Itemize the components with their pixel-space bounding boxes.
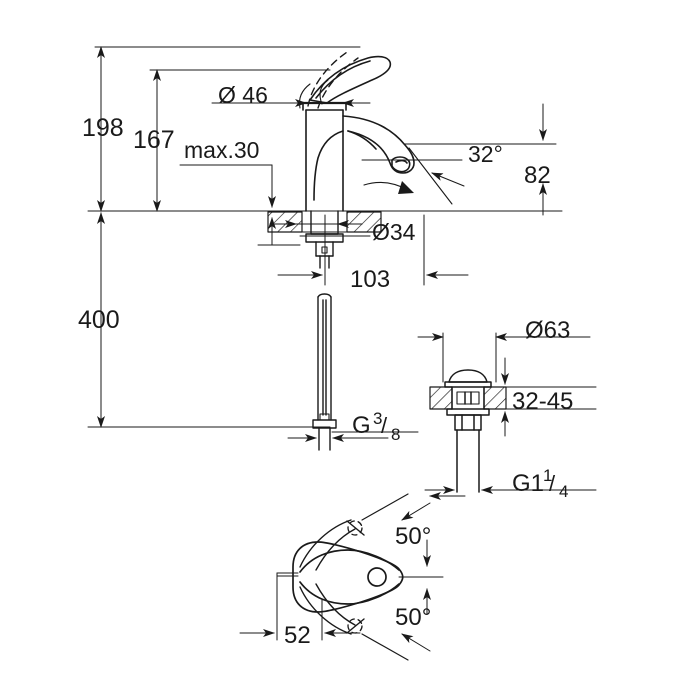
- label-total-height: 198: [82, 114, 124, 142]
- dimension-dia63: [417, 332, 591, 383]
- label-base-diameter: Ø34: [372, 219, 416, 245]
- label-spout-height: 167: [133, 126, 175, 154]
- flexible-hose: [312, 293, 337, 451]
- dimension-angle-32: [408, 147, 465, 205]
- label-swivel-offset: 52: [284, 622, 311, 649]
- swivel-angle-leaders: [361, 492, 466, 661]
- label-spout-reach: 103: [350, 266, 390, 293]
- label-hose-thread-denominator: 8: [391, 425, 400, 444]
- label-swivel-upper: 50°: [395, 523, 431, 550]
- label-drain-thread-numerator: 1: [543, 466, 552, 485]
- faucet-body: [301, 101, 348, 212]
- label-handle-diameter: Ø 46: [218, 82, 268, 108]
- label-hose-thread-group: G 3 / 8: [352, 409, 400, 444]
- spout-pointer-arrow: [363, 181, 414, 194]
- label-hose-thread-numerator: 3: [373, 409, 382, 428]
- dimension-52: [239, 572, 361, 641]
- swivel-top-view: [292, 519, 404, 635]
- dimension-32-45: [451, 357, 597, 437]
- fraction-slash-icon: /: [381, 413, 388, 438]
- faucet-shank-assembly: [305, 210, 344, 269]
- faucet-spout: [313, 115, 415, 201]
- label-drain-range: 32-45: [512, 388, 573, 415]
- label-drain-cap-diameter: Ø63: [525, 317, 570, 344]
- faucet-handle-lever-open: [307, 49, 359, 109]
- label-drain-thread-group: G1 1 / 4: [512, 466, 568, 501]
- label-hose-thread: G: [352, 412, 371, 439]
- label-swivel-lower: 50°: [395, 604, 431, 631]
- fraction-slash-icon-2: /: [549, 471, 556, 496]
- dimension-max30: [257, 164, 301, 246]
- label-drain-thread-denominator: 4: [559, 482, 568, 501]
- label-drain-thread: G1: [512, 470, 544, 497]
- label-spout-angle: 32°: [468, 141, 503, 167]
- countertop-section: [267, 211, 382, 233]
- handle-pivot-arc: [298, 79, 329, 109]
- label-max-thickness: max.30: [184, 137, 259, 163]
- label-hose-length: 400: [78, 306, 120, 334]
- drain-assembly: [429, 369, 507, 493]
- extension-lines: [87, 46, 563, 433]
- label-spout-projection: 82: [524, 162, 551, 189]
